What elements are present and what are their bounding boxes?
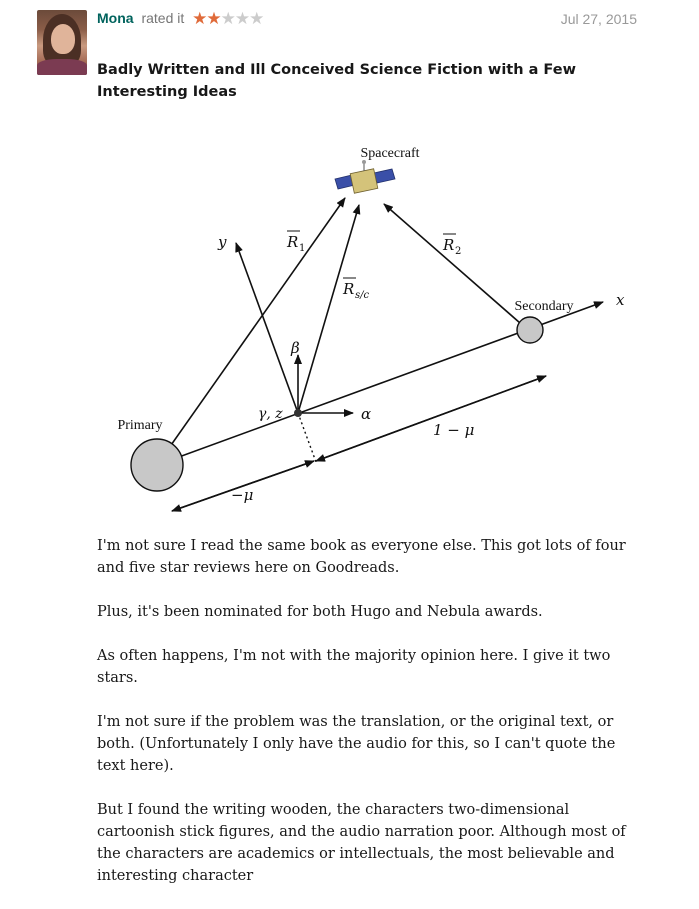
- r1-vector: [156, 197, 346, 466]
- label-y-axis: y: [217, 233, 227, 251]
- svg-text:2: 2: [455, 246, 461, 257]
- dotted-projection: [297, 412, 317, 463]
- secondary-body: [516, 316, 544, 344]
- label-secondary: Secondary: [514, 299, 573, 314]
- label-minus-mu: −μ: [231, 486, 253, 504]
- r2-vector: [383, 203, 529, 331]
- svg-text:R: R: [342, 280, 354, 298]
- star-empty-icon: ★: [249, 9, 264, 28]
- review-paragraph: I'm not sure if the problem was the tran…: [97, 714, 616, 774]
- rsc-vector: [297, 204, 361, 414]
- reviewer-avatar[interactable]: [37, 10, 87, 75]
- label-beta: β: [290, 339, 300, 357]
- review-title: Badly Written and Ill Conceived Science …: [97, 62, 576, 100]
- restricted-three-body-diagram: Spacecraft Primary Secondary x y R 1 R 2…: [117, 146, 625, 512]
- star-filled-icon: ★: [206, 9, 221, 28]
- barycenter-point: [294, 409, 302, 417]
- avatar-shoulders: [37, 59, 87, 75]
- svg-text:R: R: [286, 233, 298, 251]
- label-x-axis: x: [616, 291, 625, 309]
- review-date-link[interactable]: Jul 27, 2015: [560, 11, 637, 27]
- svg-text:s/c: s/c: [355, 290, 370, 301]
- label-gamma-z: γ, z: [258, 406, 283, 422]
- label-spacecraft: Spacecraft: [360, 146, 419, 161]
- spacecraft-icon: [334, 160, 396, 194]
- label-alpha: α: [361, 405, 371, 423]
- review-body: I'm not sure I read the same book as eve…: [97, 535, 642, 909]
- star-empty-icon: ★: [234, 9, 250, 28]
- rating-stars: ★★★★★: [192, 9, 264, 29]
- review-paragraph: I'm not sure I read the same book as eve…: [97, 538, 626, 576]
- review-header: Mona rated it ★★★★★: [97, 9, 264, 29]
- review-paragraph: As often happens, I'm not with the major…: [97, 648, 611, 686]
- star-empty-icon: ★: [220, 9, 236, 28]
- label-r2: R 2: [442, 233, 461, 257]
- svg-text:1: 1: [299, 243, 305, 254]
- star-filled-icon: ★: [192, 9, 207, 28]
- primary-body: [130, 438, 184, 492]
- review-paragraph: But I found the writing wooden, the char…: [97, 802, 626, 884]
- label-primary: Primary: [117, 418, 162, 433]
- label-one-minus-mu: 1 − μ: [433, 421, 474, 439]
- svg-text:R: R: [442, 236, 454, 254]
- avatar-face: [51, 24, 75, 54]
- y-axis-line: [235, 242, 299, 414]
- reviewer-name-link[interactable]: Mona: [97, 10, 134, 26]
- label-r1: R 1: [286, 230, 305, 254]
- label-rsc: R s/c: [342, 277, 370, 301]
- rated-text: rated it: [141, 10, 185, 26]
- review-paragraph: Plus, it's been nominated for both Hugo …: [97, 604, 543, 620]
